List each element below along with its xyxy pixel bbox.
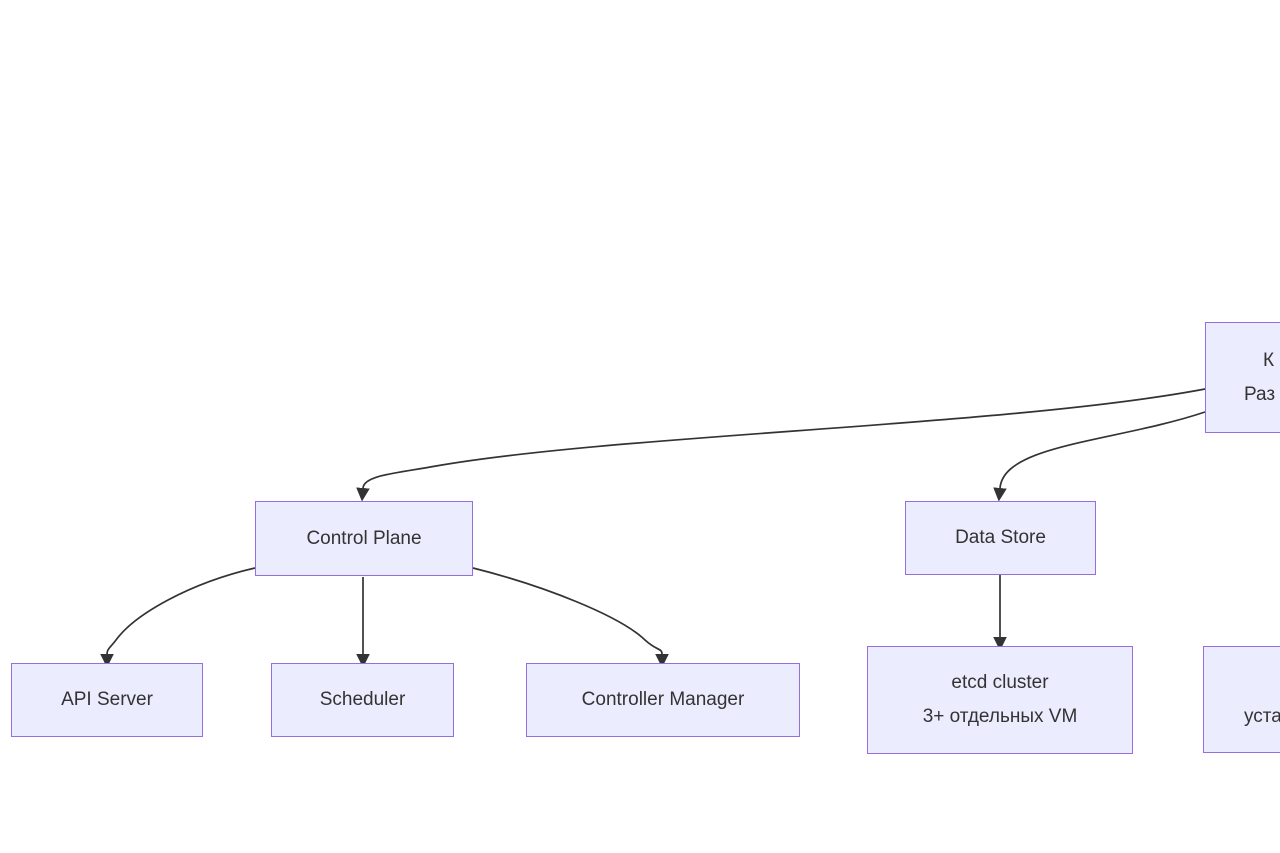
node-label-line: Раз (1244, 383, 1276, 405)
edge-cluster-to-data-store (993, 411, 1206, 502)
node-control-plane: Control Plane (255, 501, 473, 576)
node-right-top-partial: К Раз (1205, 322, 1280, 433)
node-data-store: Data Store (905, 501, 1096, 575)
node-right-bottom-partial: уста (1203, 646, 1280, 753)
node-label-line: К (1263, 349, 1275, 371)
edge-control-plane-to-controller-manager (472, 567, 669, 668)
node-etcd-cluster: etcd cluster 3+ отдельных VM (867, 646, 1133, 754)
node-label-line: etcd cluster (951, 672, 1049, 693)
edge-control-plane-to-api-server (100, 567, 256, 668)
node-label: Scheduler (319, 689, 406, 710)
node-scheduler: Scheduler (271, 663, 454, 737)
node-label-line: 3+ отдельных VM (922, 706, 1078, 727)
edge-cluster-to-control-plane (356, 388, 1206, 502)
node-label-line: уста (1244, 705, 1280, 727)
node-label: API Server (61, 689, 153, 710)
node-api-server: API Server (11, 663, 203, 737)
node-label: Data Store (955, 527, 1046, 548)
node-label: Control Plane (306, 527, 422, 549)
node-label: Controller Manager (581, 689, 745, 710)
node-controller-manager: Controller Manager (526, 663, 800, 737)
